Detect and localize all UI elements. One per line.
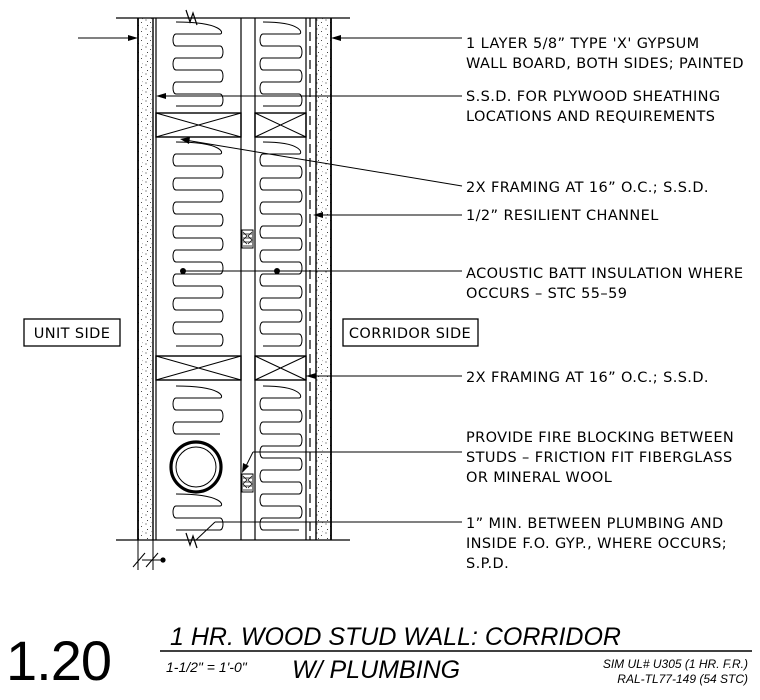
note-gypsum-board: 1 LAYER 5/8” TYPE 'X' GYPSUM WALL BOARD,… (466, 36, 744, 72)
plumbing-pipe (169, 440, 223, 494)
reference-stc: RAL-TL77-149 (54 STC) (617, 672, 748, 686)
svg-text:1 LAYER 5/8” TYPE 'X' GYPSUM: 1 LAYER 5/8” TYPE 'X' GYPSUM (466, 36, 700, 52)
stud-lines (155, 18, 311, 540)
svg-text:2X FRAMING AT 16” O.C.; S.S.D.: 2X FRAMING AT 16” O.C.; S.S.D. (466, 370, 709, 386)
batt-loop (172, 385, 224, 435)
gypsum-board-unit-side (137, 18, 154, 540)
batt-insulation (172, 21, 303, 531)
svg-text:S.P.D.: S.P.D. (466, 556, 509, 572)
svg-text:UNIT SIDE: UNIT SIDE (34, 326, 111, 342)
svg-text:WALL BOARD, BOTH SIDES; PAINTE: WALL BOARD, BOTH SIDES; PAINTED (466, 56, 744, 72)
corridor-side-label: CORRIDOR SIDE (342, 318, 479, 347)
svg-text:1” MIN. BETWEEN PLUMBING AND: 1” MIN. BETWEEN PLUMBING AND (466, 516, 724, 532)
batt-insulation-corridor-side (259, 21, 303, 531)
break-lines (116, 9, 350, 570)
svg-text:PROVIDE FIRE BLOCKING BETWEEN: PROVIDE FIRE BLOCKING BETWEEN (466, 430, 734, 446)
note-acoustic-insulation: ACOUSTIC BATT INSULATION WHERE OCCURS – … (466, 266, 743, 302)
note-resilient-channel: 1/2” RESILIENT CHANNEL (466, 208, 659, 224)
svg-text:S.S.D. FOR PLYWOOD SHEATHING: S.S.D. FOR PLYWOOD SHEATHING (466, 89, 721, 105)
svg-text:LOCATIONS AND REQUIREMENTS: LOCATIONS AND REQUIREMENTS (466, 109, 715, 125)
svg-text:ACOUSTIC BATT INSULATION WHERE: ACOUSTIC BATT INSULATION WHERE (466, 266, 743, 282)
note-fire-blocking: PROVIDE FIRE BLOCKING BETWEEN STUDS – FR… (466, 430, 734, 486)
batt-loop (259, 385, 303, 531)
detail-number: 1.20 (6, 629, 111, 692)
svg-text:STUDS – FRICTION FIT FIBERGLAS: STUDS – FRICTION FIT FIBERGLASS (466, 450, 733, 466)
svg-text:OCCURS – STC 55–59: OCCURS – STC 55–59 (466, 286, 627, 302)
detail-title-line2: W/ PLUMBING (292, 656, 460, 684)
fire-blocking (241, 229, 254, 493)
note-framing-top: 2X FRAMING AT 16” O.C.; S.S.D. (466, 180, 709, 196)
batt-loop (172, 21, 224, 107)
batt-insulation-unit-side (172, 21, 224, 531)
batt-loop (172, 493, 224, 531)
detail-title-line1: 1 HR. WOOD STUD WALL: CORRIDOR (170, 623, 621, 651)
note-plumbing-clearance: 1” MIN. BETWEEN PLUMBING AND INSIDE F.O.… (466, 516, 727, 572)
framing-blocking (155, 112, 307, 381)
leader-lines (78, 35, 463, 541)
batt-loop (259, 141, 303, 347)
detail-scale: 1-1/2" = 1'-0" (166, 659, 248, 675)
svg-text:2X FRAMING AT 16” O.C.; S.S.D.: 2X FRAMING AT 16” O.C.; S.S.D. (466, 180, 709, 196)
batt-loop (172, 141, 224, 347)
gypsum-board-corridor-side (315, 18, 332, 540)
note-framing-bottom: 2X FRAMING AT 16” O.C.; S.S.D. (466, 370, 709, 386)
svg-text:INSIDE F.O. GYP., WHERE OCCURS: INSIDE F.O. GYP., WHERE OCCURS; (466, 536, 727, 552)
title-block: 1.20 1 HR. WOOD STUD WALL: CORRIDOR 1-1/… (6, 623, 752, 692)
unit-side-label: UNIT SIDE (23, 318, 121, 347)
svg-text:1/2” RESILIENT CHANNEL: 1/2” RESILIENT CHANNEL (466, 208, 659, 224)
reference-ul: SIM UL# U305 (1 HR. F.R.) (603, 657, 748, 671)
note-plywood-sheathing: S.S.D. FOR PLYWOOD SHEATHING LOCATIONS A… (466, 89, 721, 125)
batt-loop (259, 21, 303, 107)
svg-text:CORRIDOR SIDE: CORRIDOR SIDE (349, 326, 471, 342)
svg-text:OR MINERAL WOOL: OR MINERAL WOOL (466, 470, 612, 486)
